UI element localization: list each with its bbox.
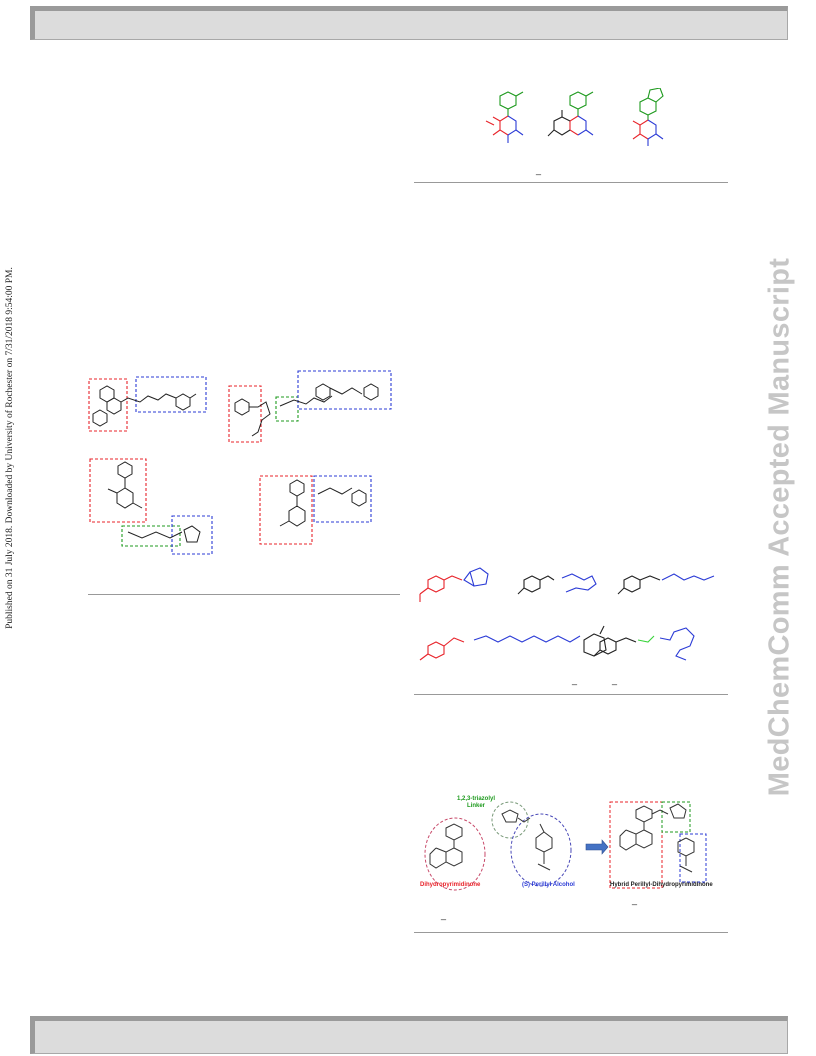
publication-side-note: Published on 31 July 2018. Downloaded by… [2, 238, 18, 658]
hybrid-figure-dash-mark-2: _ [441, 910, 447, 920]
page-footer-bar [30, 1016, 788, 1054]
hybrid-design-figure [414, 792, 732, 904]
linker-label: 1,2,3-triazolyl Linker [456, 796, 495, 809]
hybrid-figure-rule [414, 932, 728, 933]
perillyl-alcohol-label: (S) Perillyl Alcohol [522, 882, 575, 888]
watermark-text: MedChemComm Accepted Manuscript [763, 257, 796, 797]
dihydropyrimidinone-label: Dihydropyrimidinone [420, 882, 481, 888]
perillyl-hybrids-figure [414, 566, 732, 684]
hybrid-label: Hybrid Perillyl-Dihydropyrimidinone [610, 882, 713, 888]
dhpm-figure-dash-mark: _ [536, 165, 542, 175]
page-header-bar [30, 6, 788, 40]
perillyl-figure-rule [414, 694, 728, 695]
publication-note-text: Published on 31 July 2018. Downloaded by… [5, 267, 15, 629]
perillyl-figure-dash-mark-1: _ [572, 675, 578, 685]
pharmacophore-figure [80, 366, 400, 566]
dhpm-figure-rule [414, 182, 728, 183]
perillyl-figure-dash-mark-2: _ [612, 675, 618, 685]
hybrid-figure-dash-mark: _ [632, 895, 638, 905]
accepted-manuscript-watermark: MedChemComm Accepted Manuscript [756, 246, 804, 808]
dhpm-structures-figure [478, 88, 698, 158]
pharmacophore-figure-rule [88, 594, 400, 595]
